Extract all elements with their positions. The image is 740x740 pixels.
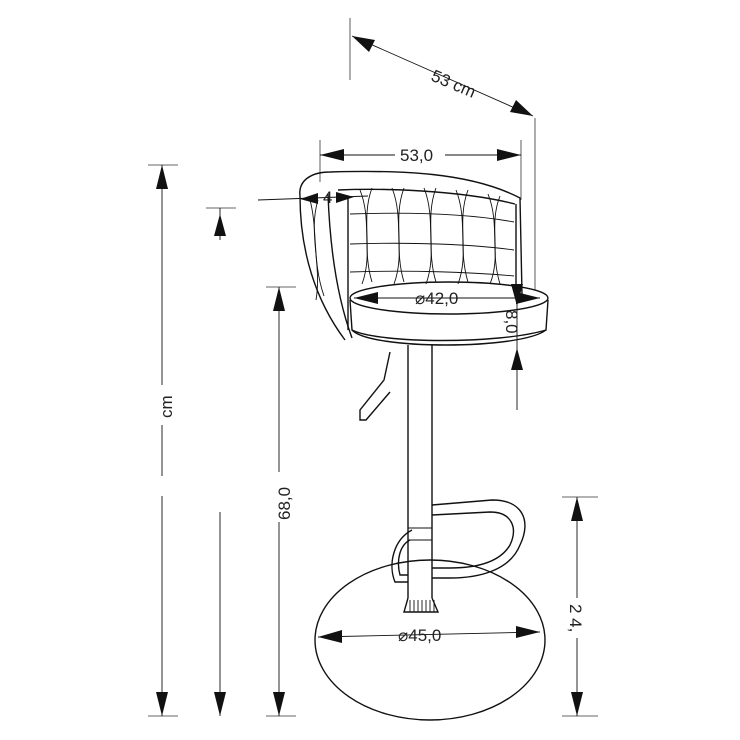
seat <box>349 281 549 346</box>
seat-diameter-dimension: ⌀42,0 <box>354 289 540 308</box>
seat-height-label: 68,0 <box>275 487 294 520</box>
seat-height-dimension: 68,0 <box>266 286 296 717</box>
footrest-height-dimension: 2 4, <box>562 496 598 717</box>
base-diameter-label: ⌀45,0 <box>398 626 441 645</box>
overall-height-label: cm <box>157 395 176 418</box>
backrest-thickness-dimension: 4 <box>257 188 369 207</box>
backrest-height-dimension <box>206 207 236 716</box>
backrest <box>299 170 523 341</box>
base-diameter-dimension: ⌀45,0 <box>317 626 541 645</box>
overall-height-dimension: cm <box>148 164 178 717</box>
footrest-height-label: 2 4, <box>566 604 585 632</box>
seat-diameter-label: ⌀42,0 <box>415 289 458 308</box>
gas-lift-lever <box>359 351 391 421</box>
seat-thickness-dimension: 8,0 <box>502 284 523 410</box>
column <box>407 345 433 598</box>
base <box>314 559 546 721</box>
depth-label: 53 cm <box>428 66 478 102</box>
seat-thickness-label: 8,0 <box>502 310 521 334</box>
width-label: 53,0 <box>400 146 433 165</box>
width-dimension: 53,0 <box>319 140 522 200</box>
footrest <box>391 499 526 583</box>
